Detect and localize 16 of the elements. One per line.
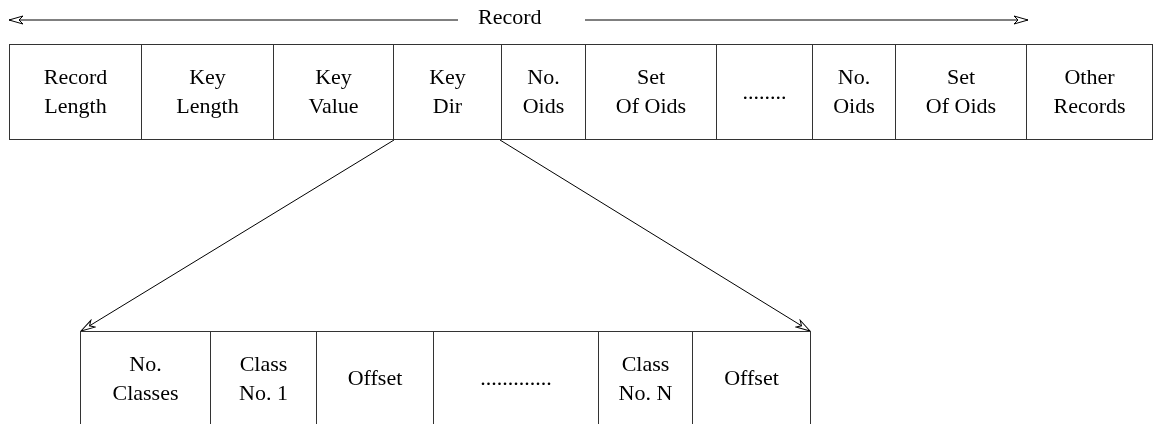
record-field-cell: No. Oids (812, 44, 896, 140)
record-field-cell: Key Value (273, 44, 394, 140)
arrow (499, 139, 811, 332)
key-dir-field-cell: Offset (692, 331, 811, 424)
key-dir-field-cell: No. Classes (80, 331, 211, 424)
arrow (80, 139, 395, 332)
record-field-cell: Key Dir (393, 44, 502, 140)
span-label: Record (478, 4, 542, 30)
record-field-cell: Record Length (9, 44, 142, 140)
record-field-cell: Set Of Oids (585, 44, 717, 140)
record-field-cell: Set Of Oids (895, 44, 1027, 140)
sub-record-group-box (80, 331, 811, 424)
record-field-cell: No. Oids (501, 44, 586, 140)
record-field-cell: ........ (716, 44, 813, 140)
record-field-cell: Key Length (141, 44, 274, 140)
record-field-cell: Other Records (1026, 44, 1153, 140)
